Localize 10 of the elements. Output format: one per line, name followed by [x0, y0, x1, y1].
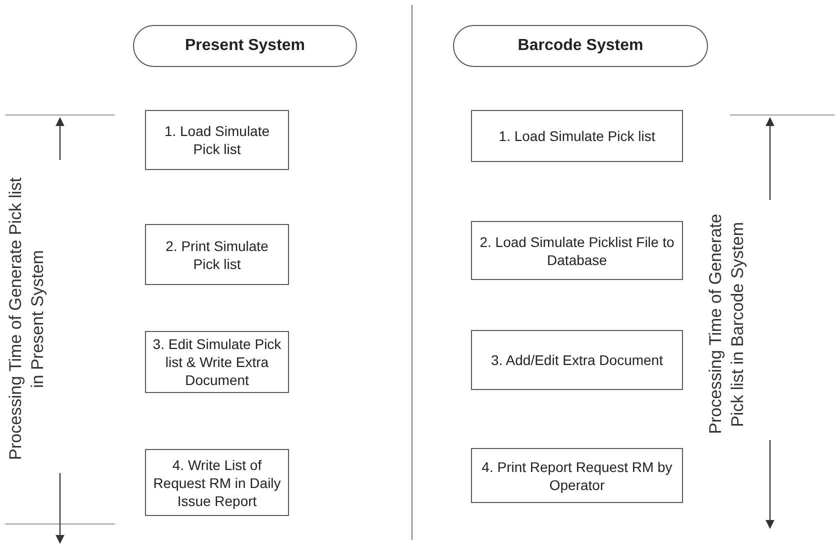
process-box: 1. Load Simulate Pick list — [145, 110, 289, 170]
system-heading: Present System — [133, 25, 357, 67]
process-box: 4. Write List of Request RM in Daily Issue Report — [145, 449, 289, 516]
process-box: 2. Print Simulate Pick list — [145, 224, 289, 285]
process-box: 1. Load Simulate Pick list — [471, 110, 683, 162]
process-box: 4. Print Report Request RM by Operator — [471, 448, 683, 503]
process-box: 2. Load Simulate Picklist File to Database — [471, 221, 683, 280]
process-box: 3. Edit Simulate Pick list & Write Extra Document — [145, 331, 289, 393]
process-box: 3. Add/Edit Extra Document — [471, 330, 683, 390]
system-heading: Barcode System — [453, 25, 708, 67]
